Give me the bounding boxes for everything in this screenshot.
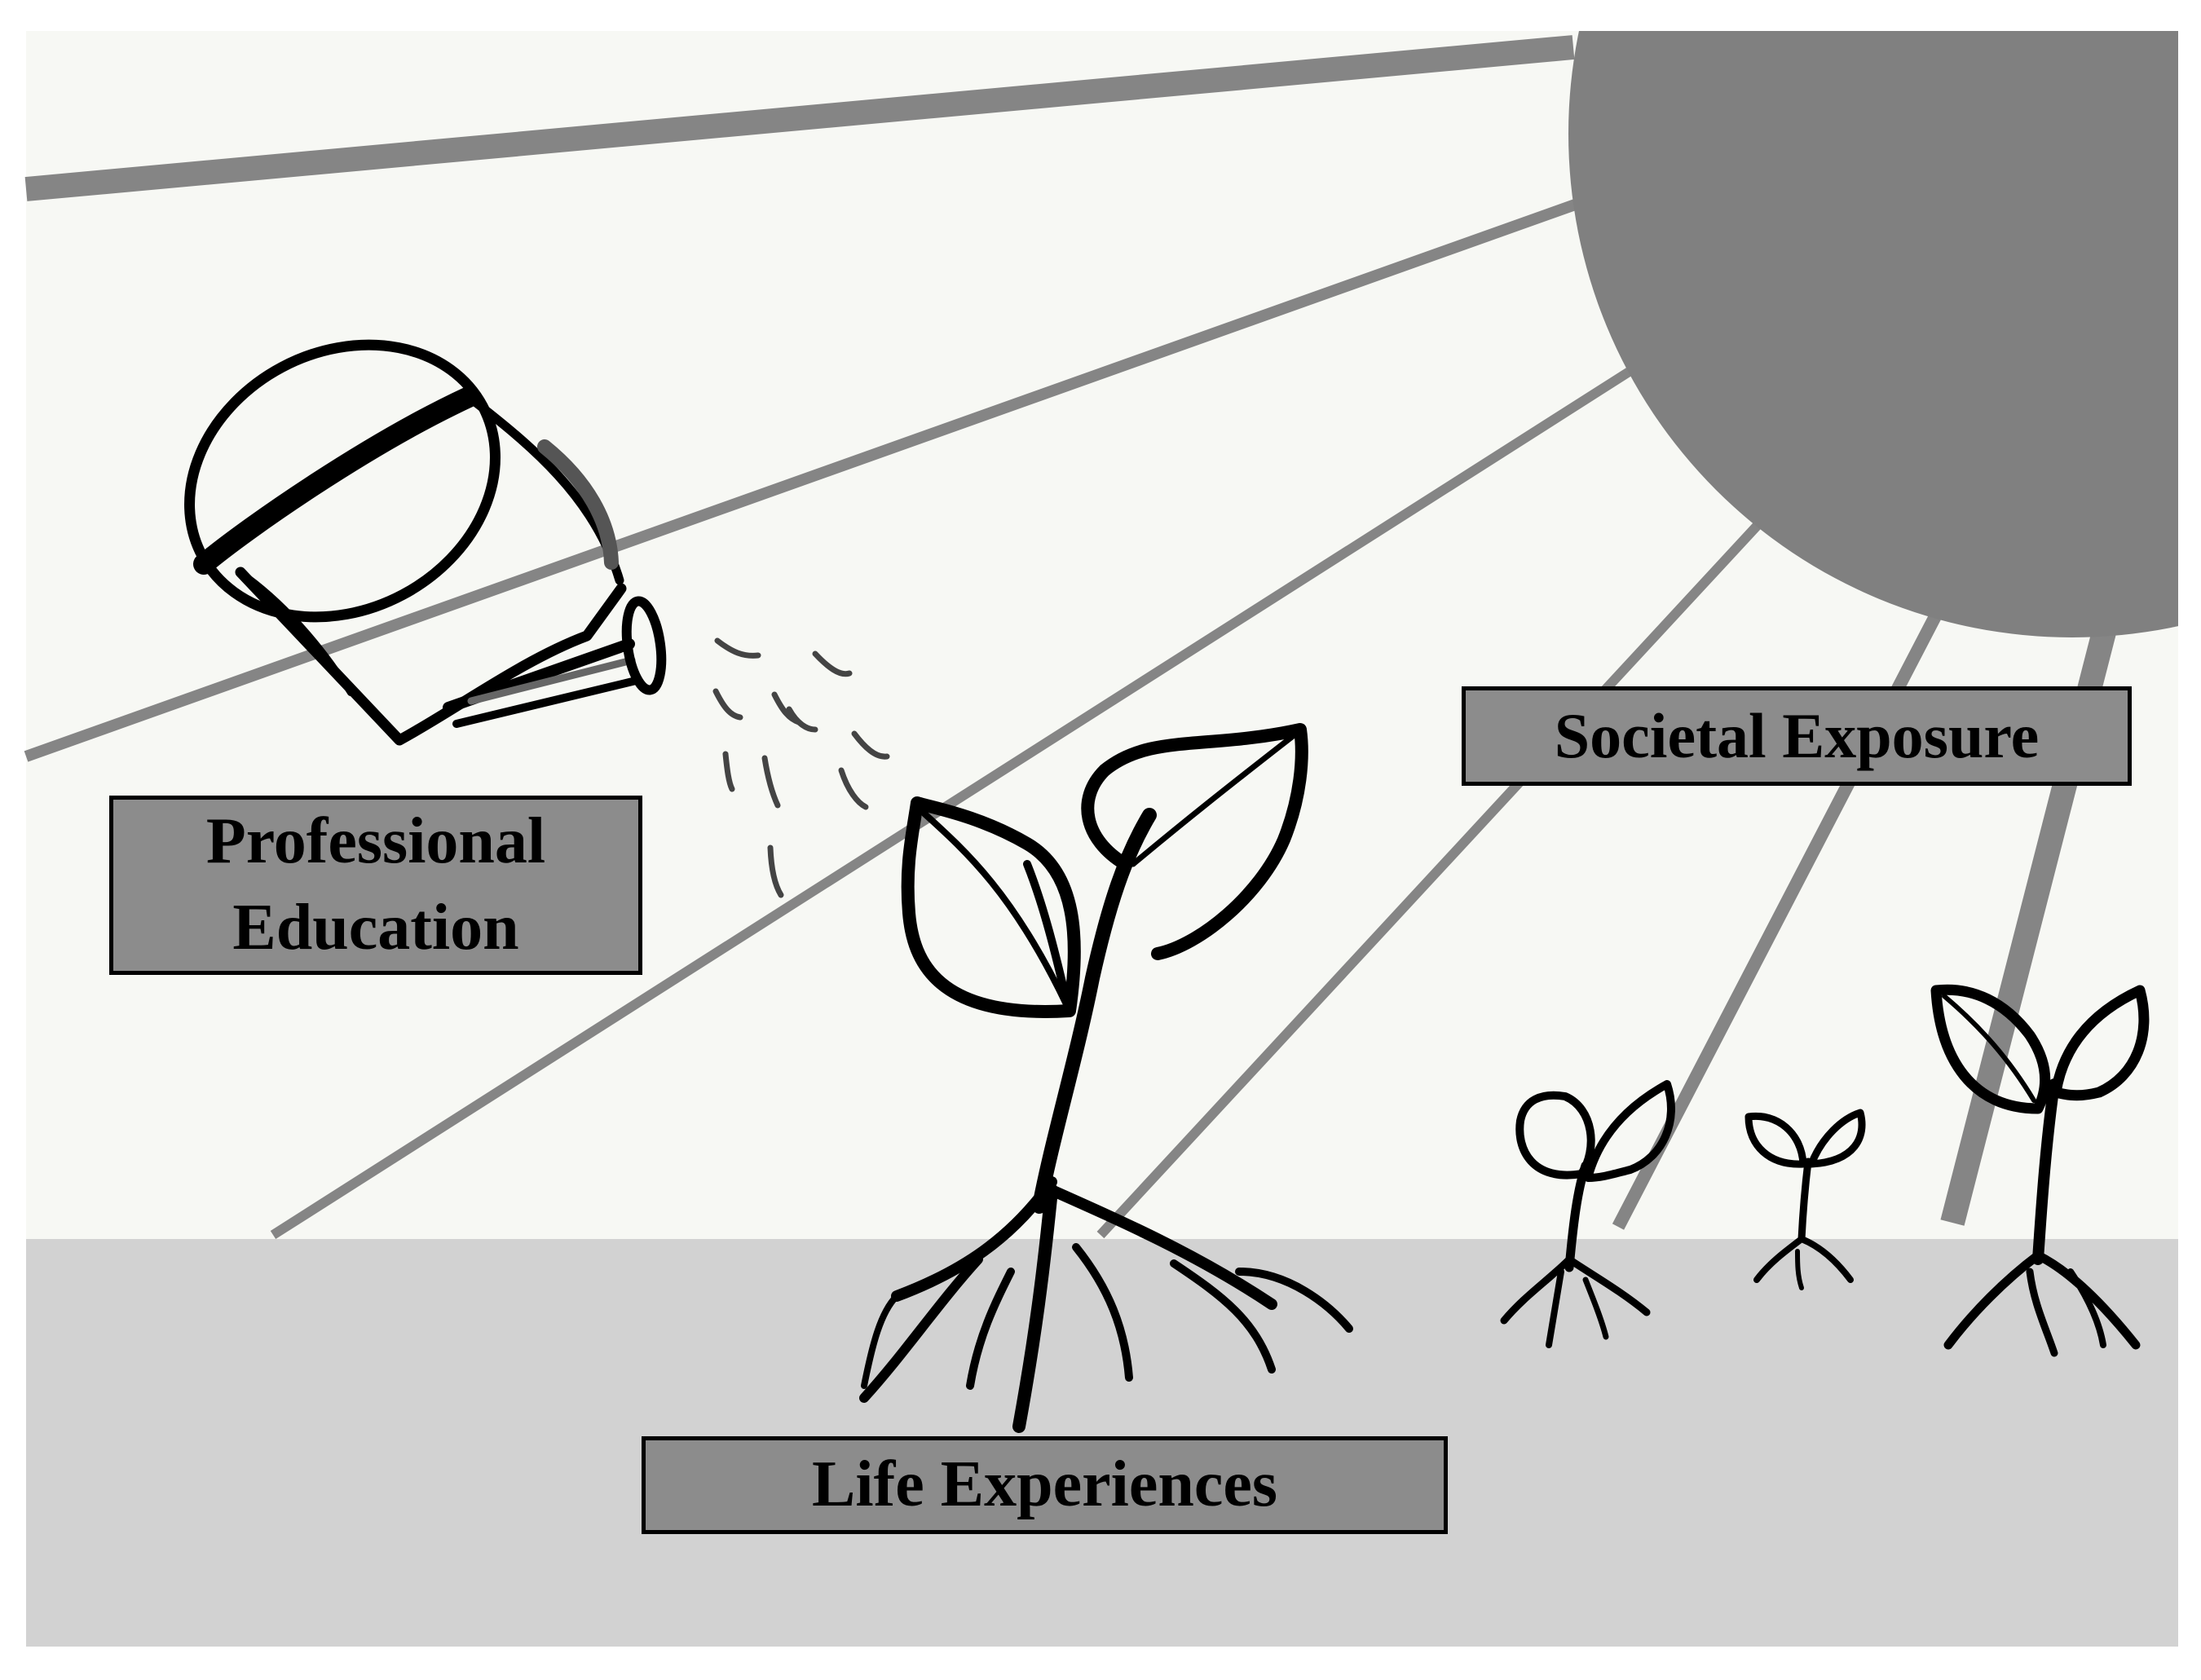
label-box-societal-exposure — [1462, 686, 2132, 786]
professional-education-label-line2: Education — [232, 892, 519, 963]
sun-ray — [270, 366, 1634, 1240]
professional-education-label: Professional Education — [109, 796, 642, 975]
water-drop — [838, 767, 869, 810]
water-drop — [712, 688, 743, 721]
water-drop — [767, 844, 784, 898]
life-experiences-label: Life Experiences — [642, 1436, 1448, 1534]
societal-exposure-label: Societal Exposure — [1462, 686, 2132, 786]
water-drop — [786, 706, 818, 733]
large-sprout-icon — [859, 723, 1353, 1433]
societal-exposure-label-text: Societal Exposure — [1554, 699, 2040, 771]
water-drop — [851, 730, 890, 760]
sun-ray — [24, 198, 1580, 762]
sun-ray — [24, 35, 1575, 201]
water-drop — [761, 755, 781, 809]
life-experiences-label-text: Life Experiences — [812, 1449, 1277, 1521]
water-drops-icon — [712, 637, 890, 898]
small-sprout-icon — [1500, 1080, 1675, 1348]
watering-can-icon — [184, 339, 667, 746]
professional-education-label-line1: Professional — [205, 805, 546, 878]
water-drop — [722, 751, 735, 792]
sun-icon — [1568, 31, 2178, 637]
small-sprout-icon — [1744, 1109, 1866, 1290]
label-box-life-experiences — [642, 1436, 1448, 1534]
water-drop — [714, 637, 761, 659]
sun-ray — [1096, 518, 1765, 1239]
label-box-professional-education — [109, 796, 642, 975]
small-sprout-icon — [1930, 984, 2150, 1357]
water-drop — [812, 650, 853, 677]
